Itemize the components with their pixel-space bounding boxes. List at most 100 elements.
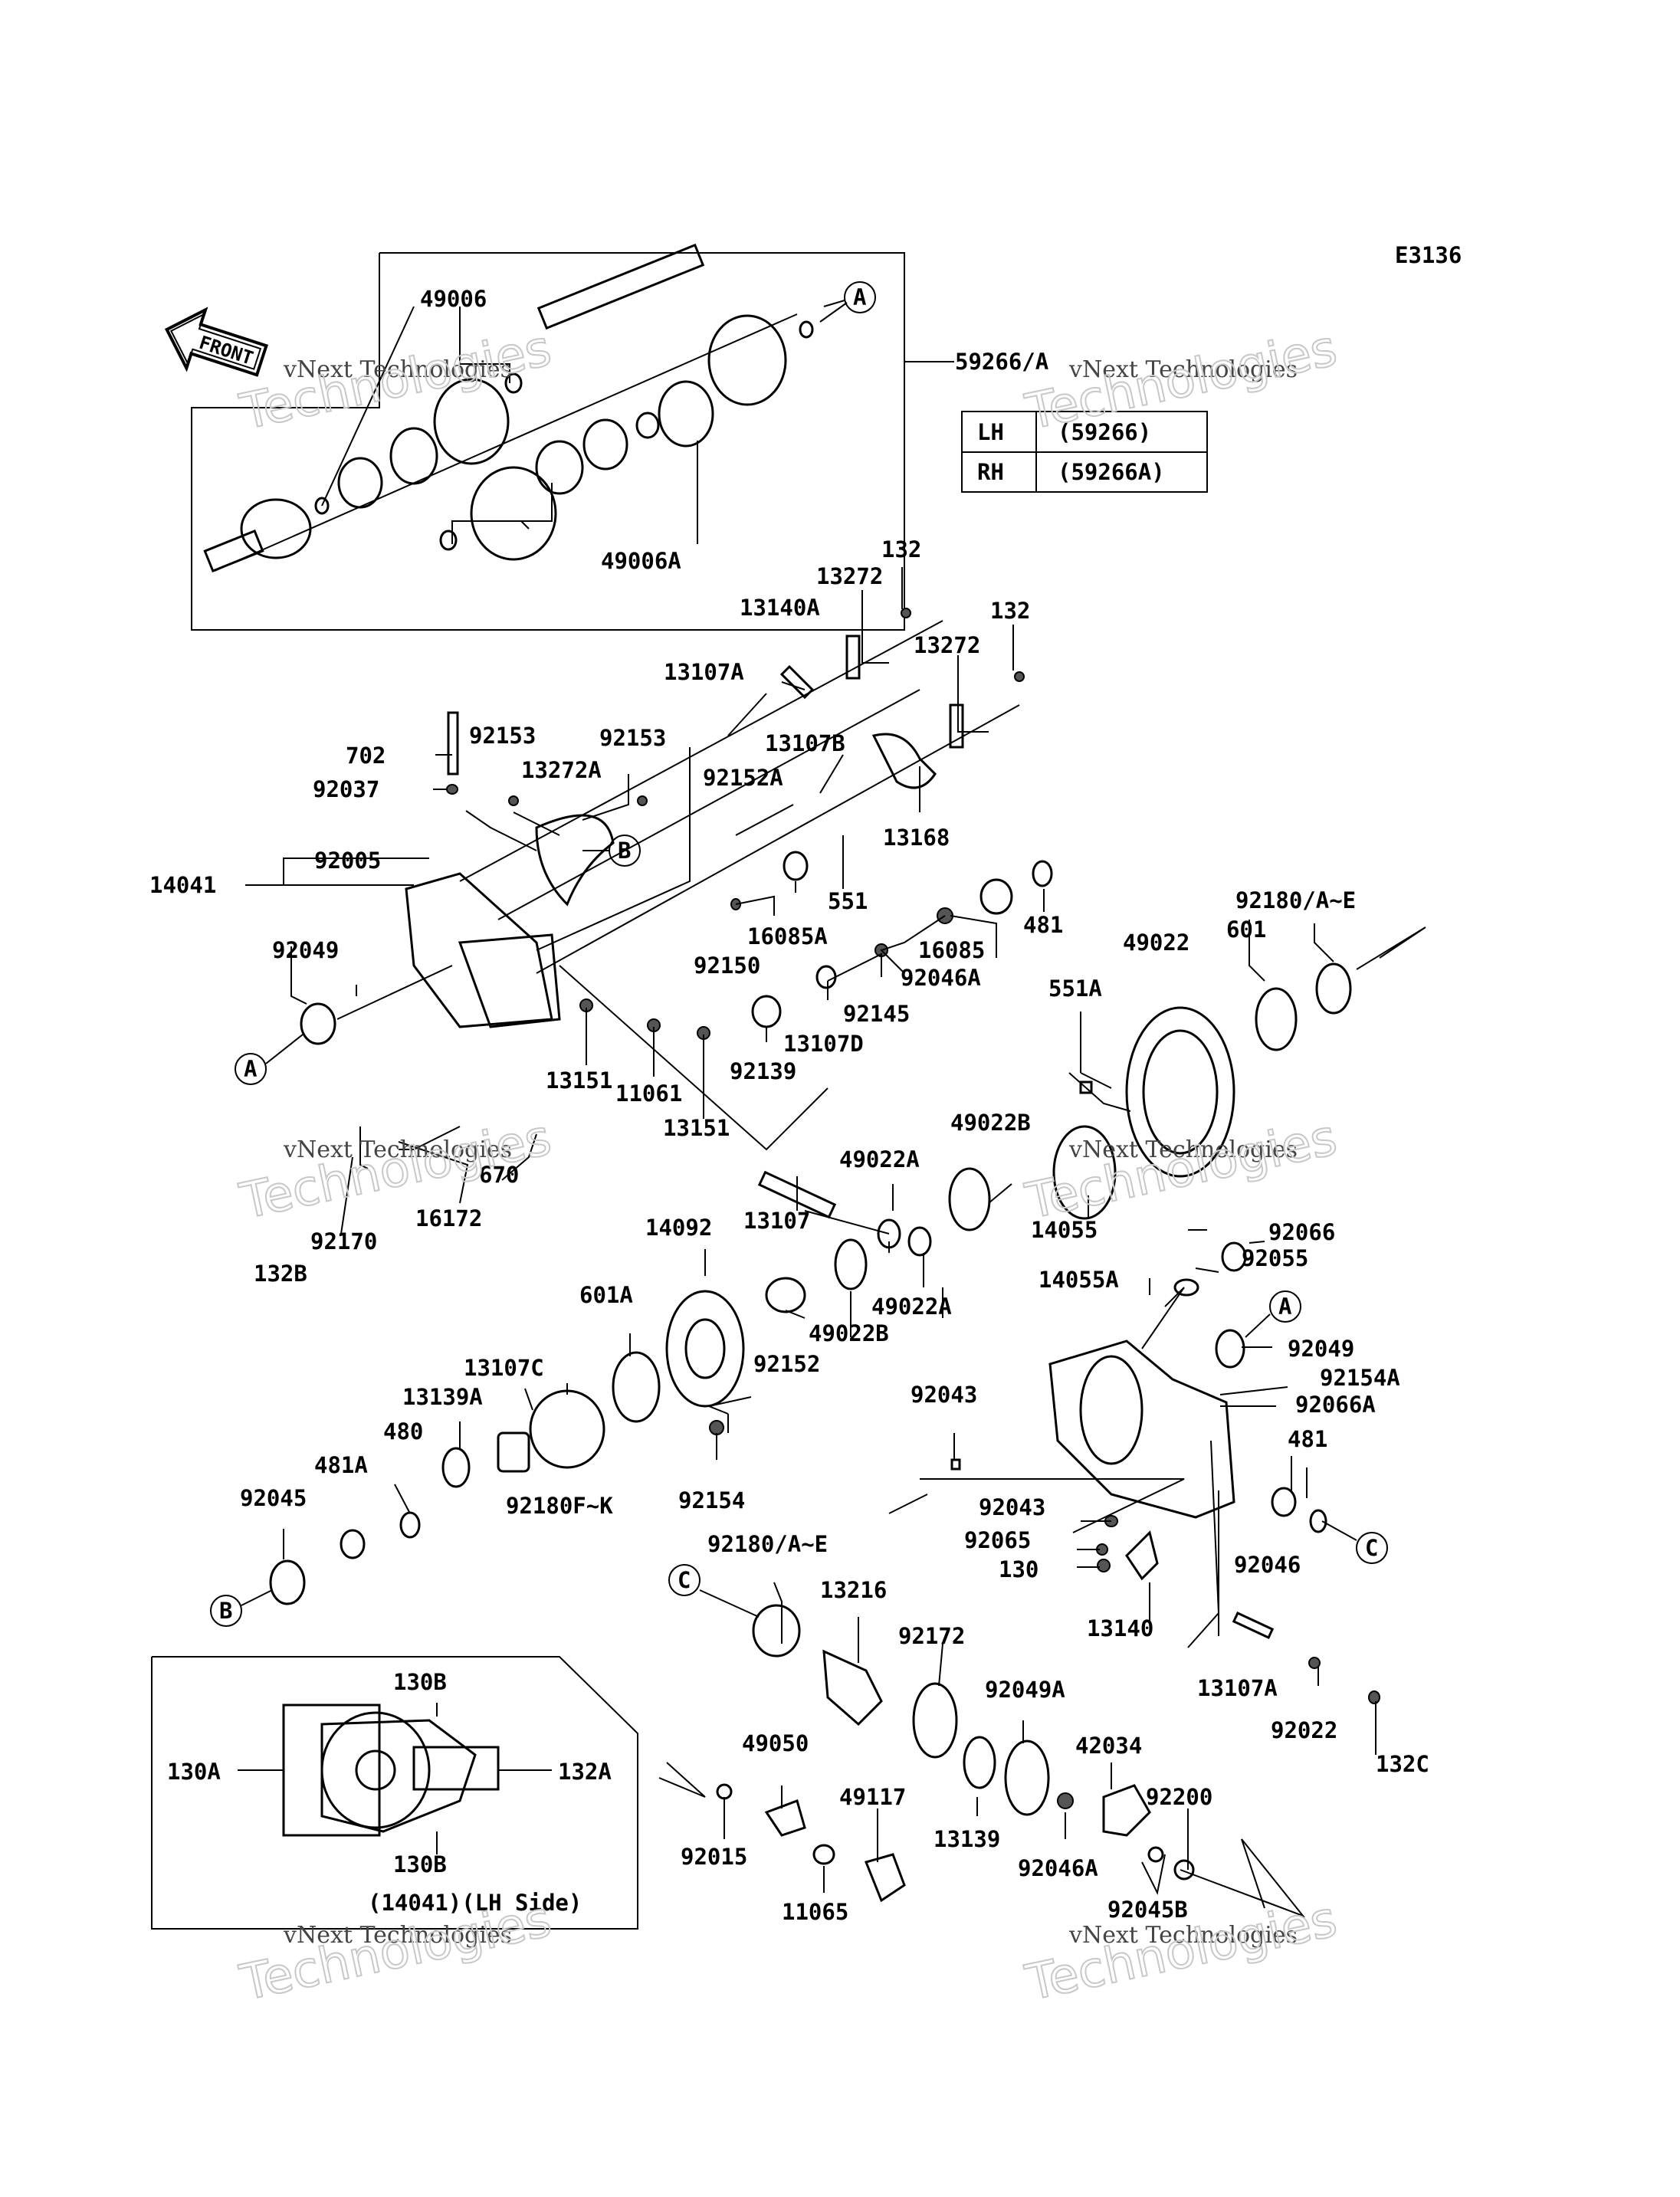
label-13151-right: 13151	[663, 1115, 730, 1141]
label-92200: 92200	[1146, 1784, 1212, 1810]
label-130b-top: 130B	[393, 1669, 447, 1695]
label-13140: 13140	[1087, 1615, 1153, 1641]
differential-case	[269, 1238, 868, 1605]
label-92139: 92139	[730, 1058, 796, 1084]
label-13151-left: 13151	[546, 1067, 612, 1094]
table-side-rh: RH	[977, 459, 1004, 485]
watermarks: vNext Technologies Technologies vNext Te…	[235, 320, 1343, 2013]
watermark-text-5: vNext Technologies	[283, 1922, 512, 1949]
label-92180fk: 92180F~K	[506, 1493, 613, 1519]
label-13216: 13216	[820, 1577, 887, 1603]
label-49050: 49050	[742, 1730, 809, 1756]
label-13107d: 13107D	[783, 1031, 864, 1057]
label-92045: 92045	[240, 1485, 307, 1511]
callout-markers: A B A A B C C	[210, 281, 1388, 1627]
label-480: 480	[383, 1418, 423, 1444]
label-14055a: 14055A	[1039, 1267, 1119, 1293]
label-92145: 92145	[843, 1001, 910, 1027]
label-49022b-bottom: 49022B	[809, 1320, 889, 1346]
label-551: 551	[828, 888, 868, 914]
label-92043-bottom: 92043	[979, 1494, 1045, 1520]
table-part-rh: (59266A)	[1058, 459, 1165, 485]
label-92065: 92065	[964, 1527, 1031, 1553]
label-481a: 481A	[314, 1452, 368, 1478]
label-11065: 11065	[782, 1899, 848, 1925]
label-16172: 16172	[415, 1205, 482, 1231]
label-132b: 132B	[254, 1261, 307, 1287]
label-132c: 132C	[1376, 1751, 1429, 1777]
label-13139a: 13139A	[402, 1384, 483, 1410]
label-130b-bottom: 130B	[393, 1851, 447, 1877]
callout-b-bottom: B	[219, 1598, 232, 1624]
label-92045b: 92045B	[1107, 1897, 1188, 1923]
label-132-a: 132	[881, 536, 921, 562]
watermark-logo-3: Technologies	[235, 1110, 556, 1231]
label-13140a: 13140A	[740, 595, 820, 621]
label-132a: 132A	[558, 1759, 612, 1785]
label-49022: 49022	[1123, 930, 1189, 956]
label-132-b: 132	[990, 598, 1030, 624]
label-601a: 601A	[579, 1282, 633, 1308]
label-16085: 16085	[918, 937, 985, 963]
label-49022a-top: 49022A	[839, 1146, 920, 1172]
label-14092: 14092	[645, 1215, 712, 1241]
label-130: 130	[999, 1556, 1039, 1582]
label-92180ae-top: 92180/A~E	[1235, 887, 1356, 913]
label-92150: 92150	[694, 953, 760, 979]
label-13272-b: 13272	[914, 632, 980, 658]
label-92049-right: 92049	[1288, 1336, 1354, 1362]
watermark-text-3: vNext Technologies	[283, 1136, 512, 1163]
side-table: LH (59266) RH (59266A)	[961, 411, 1208, 493]
label-16085a: 16085A	[747, 923, 828, 949]
pinion-parts	[658, 1604, 1306, 1918]
label-92170: 92170	[310, 1228, 377, 1254]
right-housing	[888, 1241, 1380, 1704]
label-13107: 13107	[743, 1208, 810, 1234]
label-92015: 92015	[681, 1844, 747, 1870]
inset-caption: (14041)(LH Side)	[368, 1890, 582, 1916]
label-92043-top: 92043	[911, 1382, 977, 1408]
label-92152a: 92152A	[703, 765, 783, 791]
label-13168: 13168	[883, 825, 950, 851]
table-part-lh: (59266)	[1058, 419, 1151, 445]
label-49117: 49117	[839, 1784, 906, 1810]
label-601: 601	[1226, 917, 1266, 943]
watermark-text-6: vNext Technologies	[1068, 1922, 1298, 1949]
label-92046: 92046	[1234, 1552, 1301, 1578]
watermark-text-4: vNext Technologies	[1068, 1136, 1298, 1163]
diagram-code: E3136	[1395, 242, 1462, 268]
inset-box: (14041)(LH Side)	[151, 1656, 638, 1930]
label-92046a-bottom: 92046A	[1018, 1855, 1098, 1881]
label-92005: 92005	[314, 848, 381, 874]
label-92066a: 92066A	[1295, 1392, 1376, 1418]
watermark-text-1: vNext Technologies	[283, 356, 512, 383]
label-49006a: 49006A	[601, 548, 681, 574]
label-92046a-top: 92046A	[901, 965, 981, 991]
callout-c-right: C	[1365, 1535, 1378, 1561]
label-42034: 42034	[1075, 1733, 1142, 1759]
callout-b-top: B	[618, 838, 631, 864]
label-92037: 92037	[313, 776, 379, 802]
label-14041: 14041	[149, 872, 216, 898]
label-49006: 49006	[420, 286, 487, 312]
front-arrow-icon: FRONT	[164, 307, 268, 377]
label-130a: 130A	[167, 1759, 221, 1785]
label-13107c: 13107C	[464, 1355, 544, 1381]
leader-lines	[238, 306, 1376, 1893]
label-92049-left: 92049	[272, 937, 339, 963]
label-59266: 59266/A	[955, 349, 1048, 375]
label-49022b-top: 49022B	[950, 1110, 1031, 1136]
label-14055: 14055	[1031, 1217, 1098, 1243]
callout-a-top: A	[853, 284, 866, 310]
label-11061: 11061	[615, 1080, 682, 1107]
part-labels: 59266/A 49006 49006A 132 13272 13140A 13…	[149, 286, 1429, 1925]
label-92153-right: 92153	[599, 725, 666, 751]
label-49022a-bottom: 49022A	[871, 1294, 952, 1320]
label-13107a-bottom: 13107A	[1197, 1675, 1278, 1701]
watermark-logo-2: Technologies	[1021, 320, 1342, 441]
shift-parts	[446, 608, 1053, 1219]
label-702: 702	[346, 743, 386, 769]
callout-c-bottom: C	[678, 1567, 691, 1593]
label-92154a: 92154A	[1320, 1365, 1400, 1391]
